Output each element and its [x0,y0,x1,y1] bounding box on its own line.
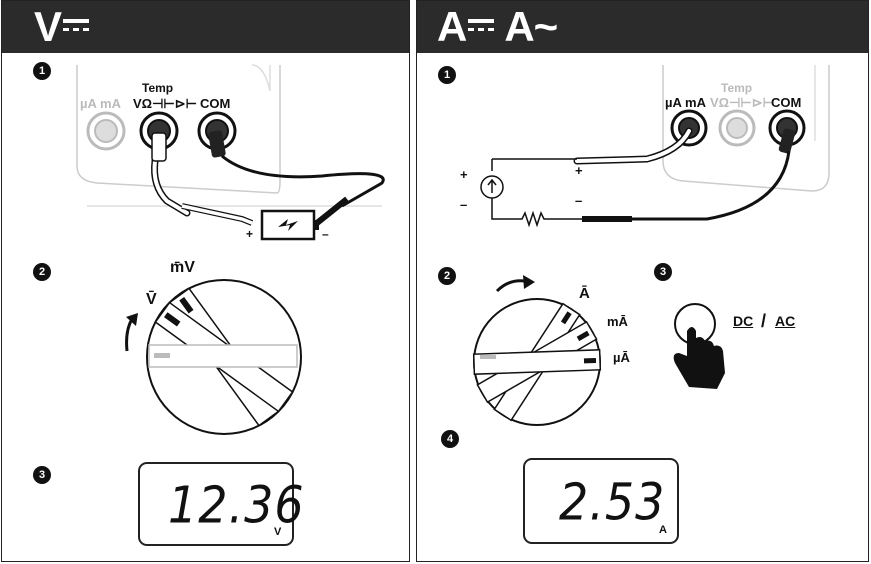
jack-label-ua-ma: µA mA [80,96,121,111]
pointing-hand-icon [673,327,725,389]
lcd-reading: 2.53 [559,472,666,532]
circuit-plus-left: + [460,167,468,182]
lcd-display: 2.53 A [523,458,679,544]
jack-label-volt: VΩ⊣⊢⊳⊢ [710,95,774,110]
jack-volt [718,109,756,147]
left-illustration [76,64,385,435]
lcd-reading: 12.36 [168,475,305,535]
battery-icon [260,209,319,241]
jack-label-temp: Temp [721,81,753,95]
dc-label: DC [733,313,754,329]
dc-ac-slash: / [761,311,767,331]
step-2-badge: 2 [438,267,456,285]
jack-label-temp: Temp [142,81,174,95]
right-illustration [472,65,830,426]
circuit-minus-right: – [575,193,583,208]
lead-plus-label: + [246,227,254,241]
step-1-badge: 1 [438,66,456,84]
jack-label-ua-ma: µA mA [665,95,706,110]
circuit-plus-right: + [575,163,583,178]
lcd-unit: A [659,524,667,536]
rotate-arrow-icon [495,279,526,293]
dc-symbol-icon [466,13,496,39]
step-2-badge: 2 [33,263,51,281]
dc-symbol-icon [61,13,91,39]
lead-minus-label: – [322,227,329,241]
circuit-minus-left: – [460,197,468,212]
dial-label-ma: mĀ [607,314,628,329]
ac-label: AC [775,313,796,329]
dial-label-v: V̄ [146,291,157,308]
dial-label-mv: m̄V [170,259,195,276]
rotate-arrow-icon [125,318,134,352]
panel-header: V [2,1,409,53]
current-source-circuit [480,158,582,228]
voltage-dc-panel: V [1,0,410,562]
step-4-badge: 4 [441,430,459,448]
jack-label-com: COM [200,96,231,111]
lcd-display: 12.36 V [138,462,304,546]
step-1-badge: 1 [33,62,51,80]
rotary-dial[interactable] [146,279,302,435]
step-3-badge: 3 [33,466,51,484]
rotary-dial[interactable] [472,298,602,426]
step-3-badge: 3 [654,263,672,281]
dial-label-a: Ā [579,285,590,302]
lcd-unit: V [274,526,282,538]
jack-label-com: COM [771,95,802,110]
dial-label-ua: µĀ [613,350,630,365]
jack-label-volt: VΩ⊣⊢⊳⊢ [133,96,197,111]
panel-title: V [34,3,91,51]
jack-ua-ma [86,111,126,151]
